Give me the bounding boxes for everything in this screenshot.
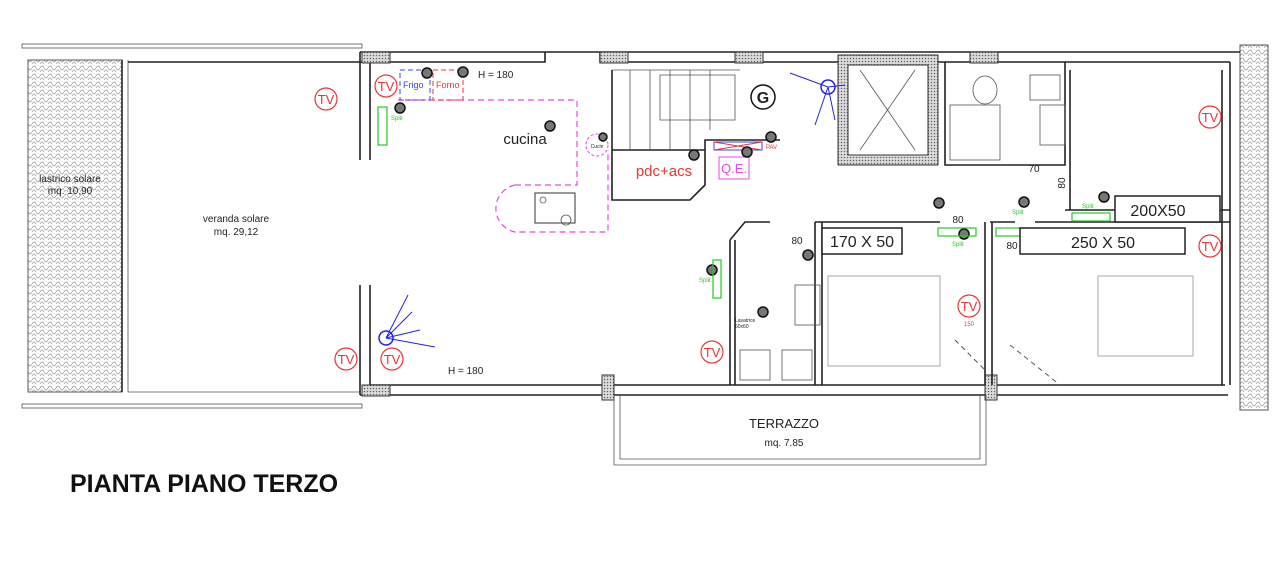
svg-text:150: 150 [964,322,975,328]
dimension-label: 80 [952,215,964,226]
dimension-label: 80 [1057,177,1068,189]
cucina-label: cucina [503,131,547,148]
tv-outlet-icon: TV [1198,105,1222,129]
exterior-walls [359,51,1240,401]
svg-text:TV: TV [1202,239,1219,254]
veranda-name: veranda solare [203,214,270,225]
terrazzo [613,395,987,466]
cucin-label: Cucin [591,144,604,150]
split-ac-icon: Split [377,106,403,146]
svg-text:TV: TV [378,79,395,94]
tv-outlet-icon: TV [380,347,404,371]
svg-text:Split: Split [952,242,964,248]
svg-text:Split: Split [1012,210,1024,216]
pdc-acs-label: pdc+acs [636,163,692,180]
staircase [611,69,780,201]
gas-icon: G [750,84,776,110]
split-ac-icon: Split [699,259,722,299]
svg-text:TV: TV [1202,110,1219,125]
svg-text:TV: TV [384,352,401,367]
tv-outlet-icon: TV [374,74,398,98]
height-label: H = 180 [478,70,514,81]
plan-title: PIANTA PIANO TERZO [70,470,339,498]
qe-label: Q.E. [721,161,747,176]
tv-outlet-icon: TV [334,347,358,371]
dimension-label: 80 [1006,241,1018,252]
forno-label: Forno [436,80,460,90]
split-ac-icon: Split [937,227,977,248]
svg-text:Split: Split [1082,204,1094,210]
bathroom-top [944,62,1071,210]
lastrico-solare-area [21,43,363,409]
ceiling-light-icon [378,294,436,348]
svg-text:TV: TV [338,352,355,367]
lavatrice-size: 60x60 [735,324,749,330]
frigo-label: Frigo [403,80,424,90]
lastrico-name: lastrico solare [39,174,101,185]
height-label: H = 180 [448,366,484,377]
veranda-area: mq. 29,12 [214,227,259,238]
wardrobe-200x50: 200X50 [1114,195,1221,223]
svg-text:TV: TV [318,92,335,107]
svg-text:Split: Split [391,116,403,122]
wardrobe-170x50: 170 X 50 [821,227,903,255]
split-ac-icon: Split [1071,204,1111,222]
terrazzo-name: TERRAZZO [749,416,819,431]
svg-text:G: G [757,90,769,107]
svg-text:TV: TV [704,345,721,360]
dimension-label: 70 [1028,164,1040,175]
ceiling-light-icon [789,72,846,126]
lavatrice-label: Lavatrice [735,318,756,324]
right-balcony-edge [1239,44,1269,411]
wardrobe-250x50: 250 X 50 [1019,227,1186,255]
svg-text:TV: TV [961,299,978,314]
svg-text:200X50: 200X50 [1130,203,1185,220]
tv-outlet-icon: TV [314,87,338,111]
lastrico-area: mq. 10,90 [48,186,93,197]
pav-label: PAV [766,145,777,151]
svg-text:250 X 50: 250 X 50 [1071,235,1135,252]
terrazzo-area: mq. 7.85 [765,438,804,449]
elevator [837,54,939,166]
tv-outlet-icon: TV 150 [957,294,981,328]
tv-outlet-icon: TV [1198,234,1222,258]
dimension-label: 80 [791,236,803,247]
tv-outlet-icon: TV [700,340,724,364]
socket-icons [394,66,1110,318]
kitchen-layout [398,69,763,233]
svg-text:Split: Split [699,278,711,284]
svg-text:170 X 50: 170 X 50 [830,234,894,251]
